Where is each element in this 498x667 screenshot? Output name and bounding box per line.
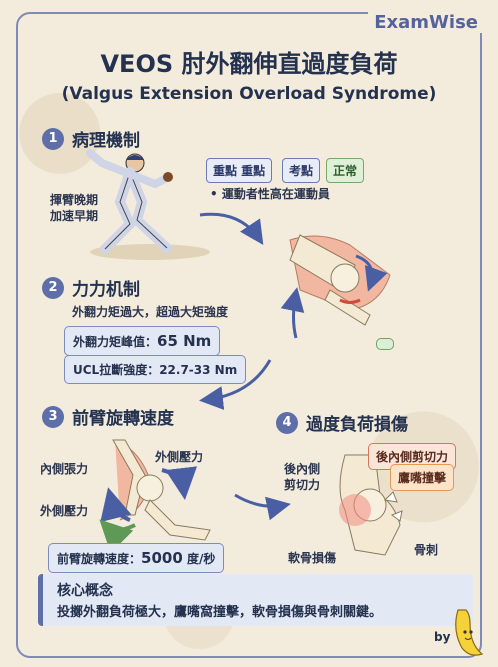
bone-spur-label: 骨刺 [414, 543, 439, 557]
brand-logo: ExamWise [368, 12, 484, 33]
pitcher-illustration [86, 149, 210, 260]
valgus-peak-label: 外翻力矩峰值： [73, 335, 158, 349]
section-3-title: 3 前臂旋轉速度 [42, 404, 174, 429]
section-2-desc: 外翻力矩過大，超過大矩強度 [72, 305, 229, 319]
lateral-pressure-label-bottom: 外側壓力 [40, 504, 89, 518]
page-subtitle: (Valgus Extension Overload Syndrome) [61, 84, 437, 104]
section-2-title: 2 力力机制 [42, 275, 140, 300]
tag-exam-point: 考點 [282, 158, 321, 183]
section-1-number: 1 [42, 127, 64, 150]
section-1-heading: 病理機制 [72, 131, 140, 151]
lateral-pressure-label-top: 外側壓力 [155, 450, 204, 464]
forearm-speed-box: 前臂旋轉速度：5000 度/秒 [48, 543, 225, 573]
phase-label-1: 揮臂晚期 [50, 193, 99, 207]
cartilage-damage-label: 軟骨損傷 [288, 551, 337, 565]
normal-box [376, 338, 394, 350]
shear-label-2: 剪切力 [284, 478, 321, 492]
section-1-bullet: • 運動者性高在運動員 [210, 187, 330, 201]
section-1-title: 1 病理機制 [42, 126, 140, 151]
core-concept-body: 投擲外翻負荷極大，鷹嘴窩撞擊，軟骨損傷與骨刺關鍵。 [57, 605, 383, 620]
elbow-illustration-4 [339, 454, 403, 556]
by-label: by [434, 630, 451, 644]
medial-tension-label: 內側張力 [40, 462, 89, 476]
phase-label-2: 加速早期 [50, 209, 99, 223]
forearm-speed-label: 前臂旋轉速度： [57, 552, 142, 566]
valgus-peak-box: 外翻力矩峰值：65 Nm [64, 326, 221, 356]
banana-mascot-icon [455, 609, 484, 656]
ucl-strength-box: UCL拉斷強度：22.7-33 Nm [64, 355, 247, 384]
page-title: VEOS 肘外翻伸直過度負荷 [100, 50, 398, 78]
forearm-speed-unit: 度/秒 [182, 552, 216, 566]
shear-label-1: 後內側 [284, 462, 321, 476]
section-3-number: 3 [42, 405, 64, 428]
section-4-heading: 過度負荷損傷 [306, 415, 408, 435]
olecranon-impingement-pill: 鷹嘴撞擊 [390, 464, 455, 491]
section-3-heading: 前臂旋轉速度 [72, 409, 174, 429]
tag-normal: 正常 [326, 158, 365, 183]
valgus-peak-value: 65 Nm [157, 332, 212, 350]
frame-border [16, 12, 482, 658]
section-2-heading: 力力机制 [72, 280, 140, 300]
section-4-number: 4 [276, 411, 298, 434]
tag-key-point: 重點 重點 [206, 158, 273, 183]
core-concept-heading: 核心概念 [57, 583, 113, 599]
forearm-speed-value: 5000 [141, 549, 183, 567]
section-4-title: 4 過度負荷損傷 [276, 410, 408, 435]
core-concept-box: 核心概念 投擲外翻負荷極大，鷹嘴窩撞擊，軟骨損傷與骨刺關鍵。 [38, 574, 473, 626]
elbow-illustration-3 [99, 439, 211, 554]
section-2-number: 2 [42, 276, 64, 299]
elbow-illustration-1 [289, 234, 391, 326]
